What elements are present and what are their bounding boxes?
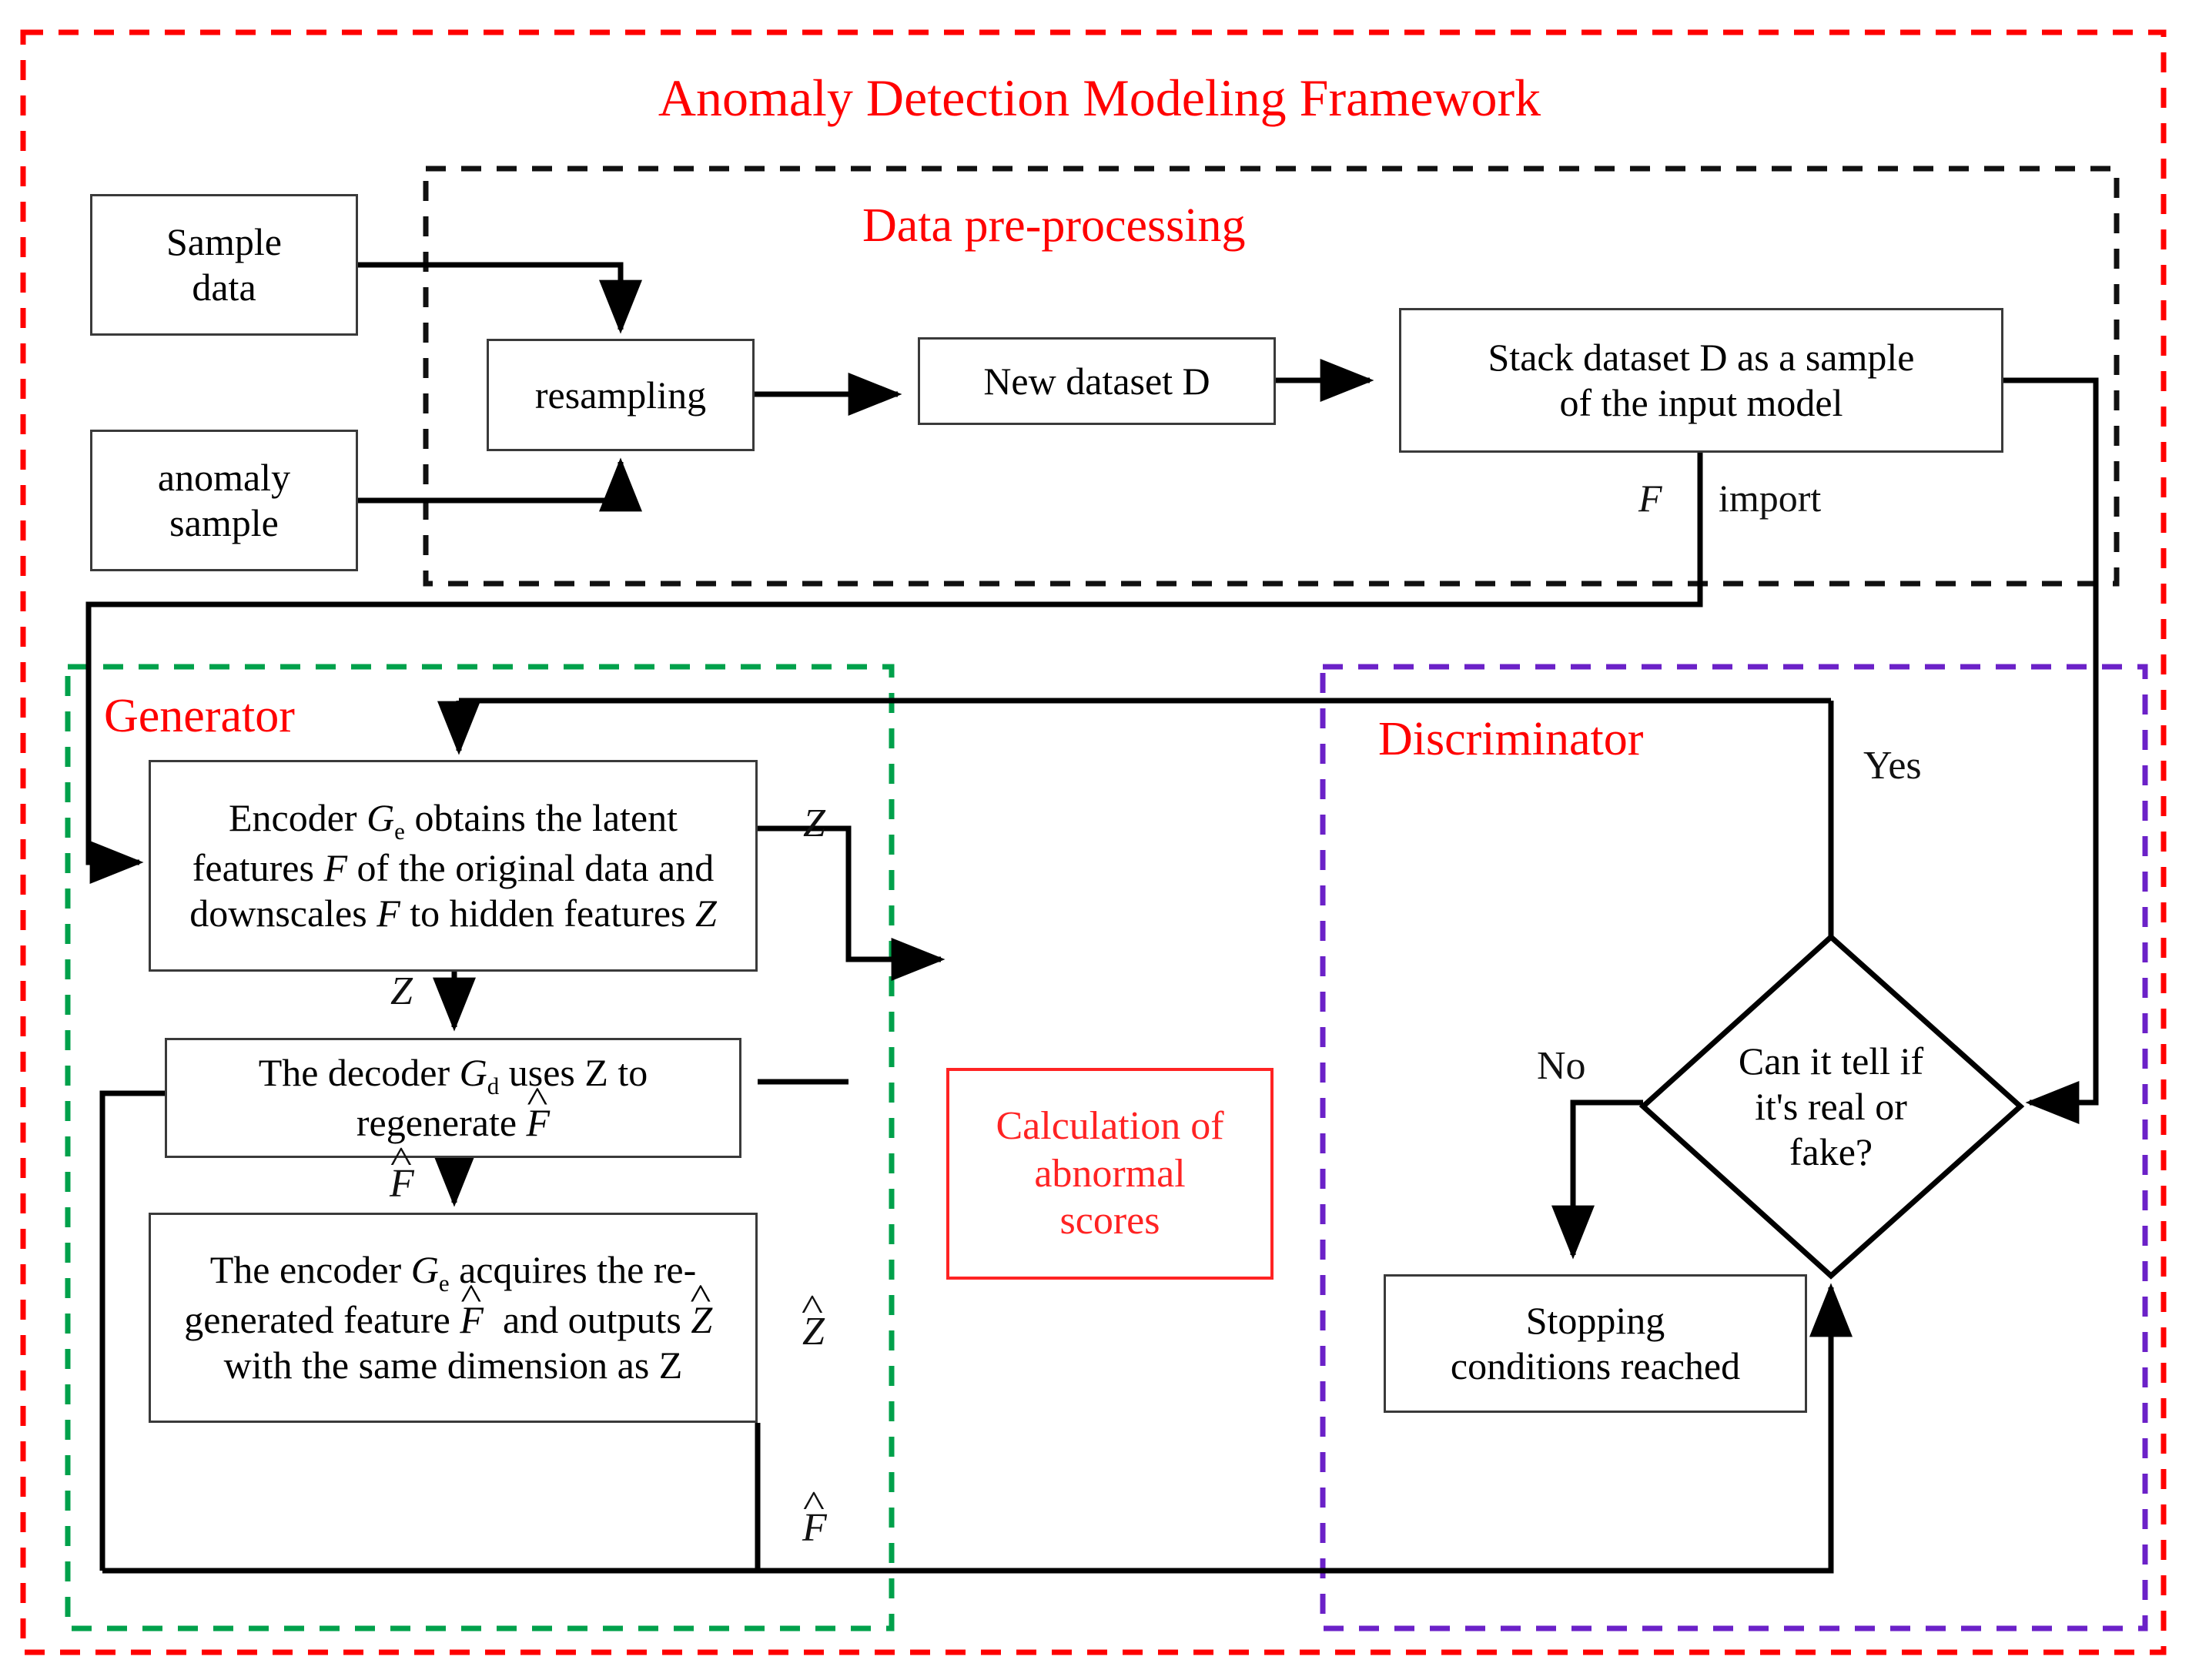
edge-anomaly-to-resampling xyxy=(358,457,642,512)
discriminator-title: Discriminator xyxy=(1378,713,1644,765)
edge-stack-to-decision xyxy=(2002,377,2099,1124)
edge-no-branch xyxy=(1551,1099,1643,1260)
edge-label-Z-down: Z xyxy=(390,969,413,1013)
discriminator-boundary xyxy=(1320,664,2148,1631)
framework-boundary xyxy=(20,29,2167,1655)
node-new-dataset[interactable]: New dataset D xyxy=(918,337,1276,425)
edge-label-import: import xyxy=(1719,477,1822,520)
node-encoder-ge-label: Encoder Ge obtains the latent features F… xyxy=(189,795,717,935)
node-encoder-ge-2[interactable]: The encoder Ge acquires the re-generated… xyxy=(149,1213,758,1423)
edge-sample-to-resampling xyxy=(358,262,642,334)
edge-bottom-Fhat-rail xyxy=(102,1283,1853,1574)
preprocessing-title: Data pre-processing xyxy=(862,199,1246,252)
node-resampling-label: resampling xyxy=(534,373,707,417)
preprocessing-boundary xyxy=(423,166,2120,587)
edge-import-F-to-encoder xyxy=(85,453,1703,884)
node-decoder-gd[interactable]: The decoder Gd uses Z to regenerate F xyxy=(165,1038,741,1158)
edge-label-yes: Yes xyxy=(1863,744,1922,788)
generator-boundary xyxy=(65,664,895,1631)
framework-title: Anomaly Detection Modeling Framework xyxy=(658,69,1541,127)
node-resampling[interactable]: resampling xyxy=(487,339,755,451)
node-new-dataset-label: New dataset D xyxy=(983,359,1210,403)
decision-diamond xyxy=(1638,933,2025,1280)
node-decoder-gd-label: The decoder Gd uses Z to regenerate F xyxy=(178,1050,728,1146)
edge-label-Fhat-down: F xyxy=(390,1161,414,1206)
edge-label-Z-right: Z xyxy=(803,802,825,845)
edge-label-no: No xyxy=(1537,1044,1586,1088)
edge-label-Zhat: Z xyxy=(802,1309,825,1354)
edge-decoder-loop-left xyxy=(99,1090,165,1571)
edge-label-Fhat-bottom: F xyxy=(802,1505,827,1551)
generator-title: Generator xyxy=(104,690,295,742)
node-encoder-ge[interactable]: Encoder Ge obtains the latent features F… xyxy=(149,760,758,972)
edge-Z-to-abnormal xyxy=(758,825,946,981)
node-encoder-ge-2-label: The encoder Ge acquires the re-generated… xyxy=(165,1247,741,1389)
edge-label-import-F: F xyxy=(1638,477,1662,520)
